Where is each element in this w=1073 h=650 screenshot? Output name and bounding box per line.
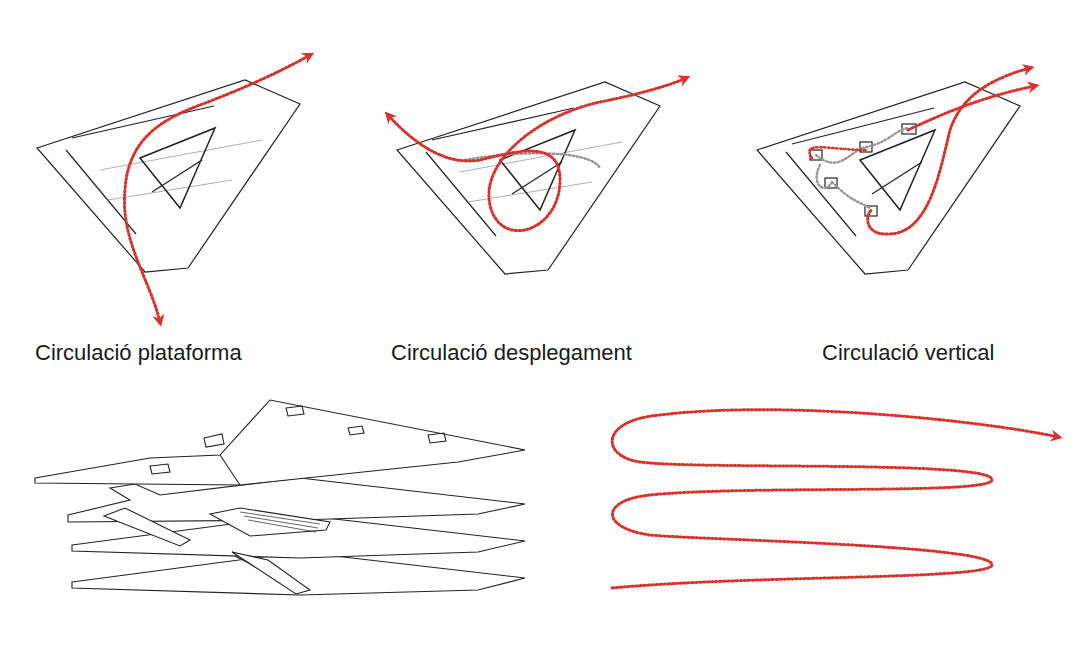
circulation-path [465,153,600,168]
caption-label: Circulació plataforma [35,340,242,366]
circulation-path [388,78,686,231]
caption-label: Circulació vertical [822,340,994,366]
platform-plan [37,80,300,272]
stacked-floors [35,400,525,595]
circulation-spiral [612,410,1058,588]
circulation-path [908,86,1035,130]
caption-label: Circulació desplegament [391,340,632,366]
vertical-plan [757,82,1020,274]
unfolding-plan [397,82,660,274]
circulation-path [809,147,866,158]
circulation-path [816,128,908,208]
circulation-path [124,55,310,322]
